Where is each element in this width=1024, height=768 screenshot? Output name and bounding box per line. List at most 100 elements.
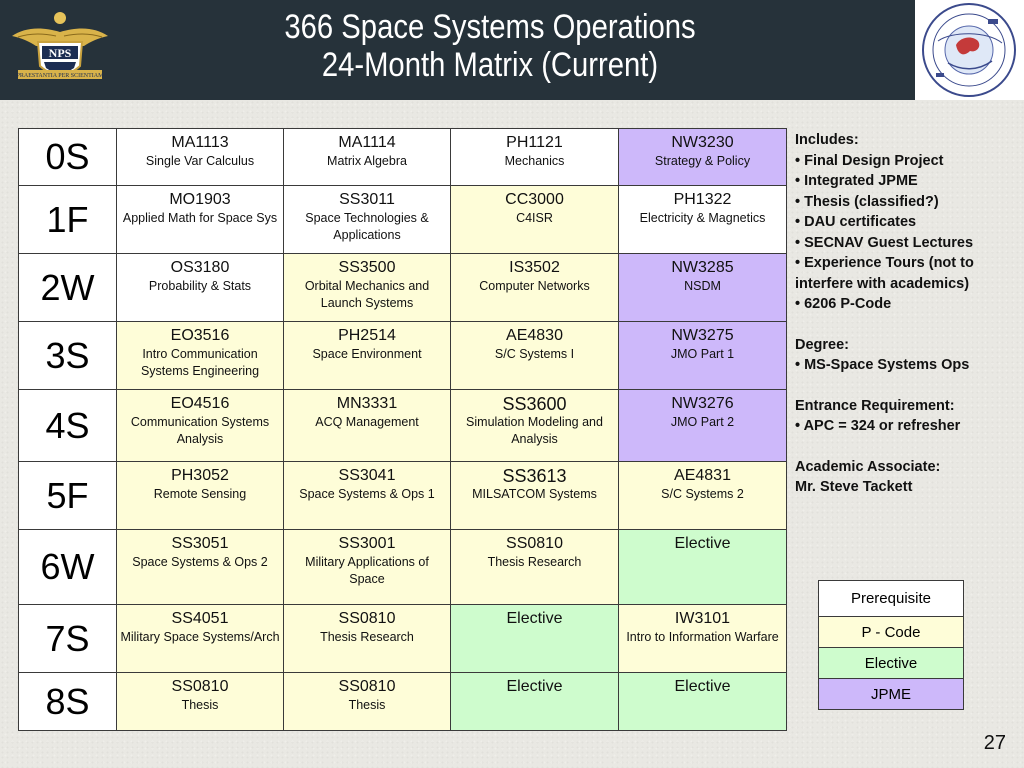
quarter-label: 2W bbox=[18, 253, 117, 322]
course-title: S/C Systems I bbox=[494, 347, 575, 361]
course-title: Electricity & Magnetics bbox=[639, 211, 766, 225]
course-code: IS3502 bbox=[509, 259, 560, 276]
legend-row: Prerequisite bbox=[818, 580, 964, 617]
course-code: PH1322 bbox=[673, 191, 732, 208]
course-title: Space Technologies & Applications bbox=[305, 211, 429, 242]
legend-item-pre: Prerequisite bbox=[818, 580, 964, 617]
associate-name: Mr. Steve Tackett bbox=[795, 479, 913, 495]
course-title: Matrix Algebra bbox=[327, 154, 407, 168]
includes-section: Includes: • Final Design Project • Integ… bbox=[795, 130, 1015, 315]
course-title: Single Var Calculus bbox=[145, 154, 255, 168]
course-title: JMO Part 1 bbox=[670, 347, 735, 361]
title-line-2: 24-Month Matrix (Current) bbox=[321, 46, 659, 84]
degree-item: • MS-Space Systems Ops bbox=[795, 357, 970, 373]
course-code: SS0810 bbox=[171, 678, 229, 695]
course-code: PH3052 bbox=[171, 467, 229, 484]
course-code: SS0810 bbox=[338, 678, 396, 695]
course-title: Simulation Modeling and Analysis bbox=[466, 415, 603, 446]
program-info: Includes: • Final Design Project • Integ… bbox=[795, 130, 1015, 518]
course-title: Communication Systems Analysis bbox=[130, 415, 270, 446]
course-code: SS3500 bbox=[338, 259, 396, 276]
includes-item: • Integrated JPME bbox=[795, 173, 918, 189]
course-code: Elective bbox=[506, 610, 563, 627]
course-title: Orbital Mechanics and Launch Systems bbox=[304, 279, 430, 310]
course-code: Elective bbox=[674, 678, 731, 695]
course-title: Remote Sensing bbox=[153, 487, 247, 501]
legend-item-pcode: P - Code bbox=[818, 616, 964, 648]
course-title: Space Environment bbox=[312, 347, 422, 361]
course-cell: Elective bbox=[450, 672, 619, 731]
course-code: SS3011 bbox=[339, 191, 395, 208]
course-cell: Elective bbox=[450, 604, 619, 673]
includes-item: • Experience Tours (not to interfere wit… bbox=[795, 255, 974, 292]
includes-heading: Includes: bbox=[795, 132, 859, 148]
course-title: Mechanics bbox=[504, 154, 565, 168]
course-cell: Elective bbox=[618, 529, 787, 605]
course-title: Thesis bbox=[181, 698, 219, 712]
associate-heading: Academic Associate: bbox=[795, 458, 941, 475]
slide-header: NPS PRAESTANTIA PER SCIENTIAM 366 Space … bbox=[0, 0, 1024, 100]
course-code: SS0810 bbox=[338, 610, 396, 627]
course-title: Strategy & Policy bbox=[654, 154, 751, 168]
quarter-label: 6W bbox=[18, 529, 117, 605]
course-code: AE4831 bbox=[674, 467, 731, 484]
course-title: ACQ Management bbox=[315, 415, 419, 429]
course-code: SS3051 bbox=[171, 535, 229, 552]
course-code: Elective bbox=[506, 678, 563, 695]
course-code: NW3285 bbox=[671, 259, 734, 276]
course-code: SS3041 bbox=[338, 467, 396, 484]
course-code: SS0810 bbox=[506, 535, 563, 552]
course-cell: Elective bbox=[618, 672, 787, 731]
course-code: PH1121 bbox=[506, 134, 563, 151]
course-title: C4ISR bbox=[516, 211, 553, 225]
course-code: IW3101 bbox=[674, 610, 731, 627]
includes-item: • SECNAV Guest Lectures bbox=[795, 234, 974, 251]
legend-item-jpme: JPME bbox=[818, 678, 964, 710]
course-title: Intro to Information Warfare bbox=[626, 630, 779, 644]
course-title: Military Space Systems/Arch bbox=[120, 630, 280, 644]
entrance-item: • APC = 324 or refresher bbox=[795, 418, 961, 434]
entrance-heading: Entrance Requirement: bbox=[795, 397, 955, 414]
course-code: EO3516 bbox=[170, 327, 230, 344]
includes-item: • Thesis (classified?) bbox=[795, 193, 939, 210]
course-code: MN3331 bbox=[336, 395, 398, 412]
course-code: NW3276 bbox=[671, 395, 734, 412]
degree-heading: Degree: bbox=[795, 336, 849, 353]
quarter-label: 7S bbox=[18, 604, 117, 673]
seal-container bbox=[915, 0, 1024, 100]
course-title: Thesis bbox=[348, 698, 386, 712]
degree-section: Degree: • MS-Space Systems Ops bbox=[795, 335, 1015, 376]
logo-text: NPS bbox=[49, 46, 72, 60]
course-code: PH2514 bbox=[338, 327, 396, 344]
